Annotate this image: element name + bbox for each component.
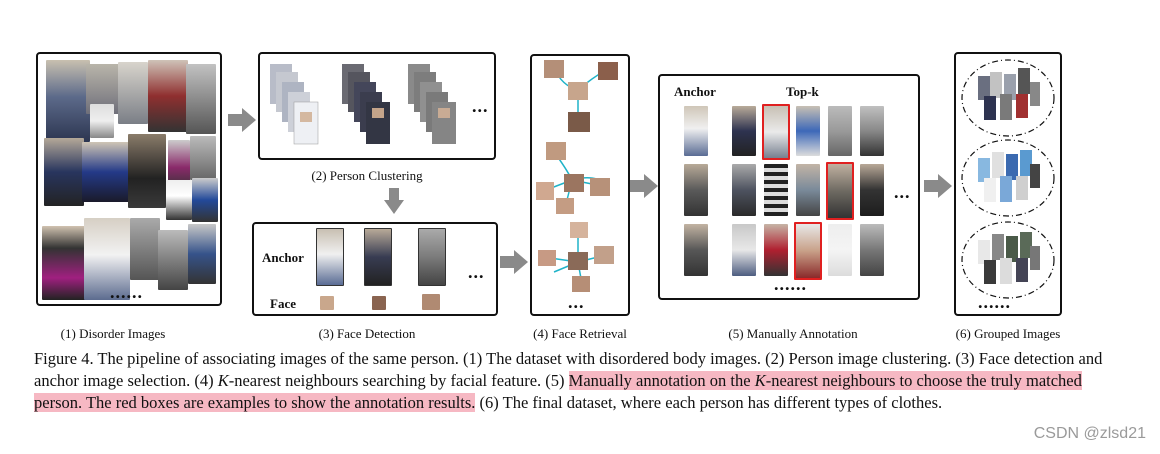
grouped-images-panel: ...... bbox=[954, 52, 1062, 316]
face-similarity-graph bbox=[536, 60, 618, 292]
person-photo bbox=[168, 140, 190, 190]
matched-candidate-photo bbox=[794, 222, 822, 280]
candidate-photo bbox=[796, 106, 820, 156]
anchor-photo bbox=[684, 164, 708, 216]
candidate-photo bbox=[860, 106, 884, 156]
candidate-photo bbox=[764, 164, 788, 216]
caption-highlight-text: Manually annotation on the bbox=[568, 371, 755, 390]
caption-highlight-text: -nearest neighbours to choose the truly … bbox=[34, 371, 1082, 412]
more-dots: ...... bbox=[110, 282, 143, 302]
anchor-photo bbox=[684, 106, 708, 156]
person-photo bbox=[118, 62, 148, 124]
anchor-header: Anchor bbox=[674, 84, 716, 99]
panel-2-label: (2) Person Clustering bbox=[311, 168, 423, 183]
candidate-photo bbox=[764, 224, 788, 276]
watermark: CSDN @zlsd21 bbox=[1033, 425, 1146, 442]
grouped-clusters bbox=[961, 59, 1055, 299]
person-photo bbox=[192, 178, 218, 222]
arrow-right-icon bbox=[924, 174, 952, 198]
person-photo bbox=[190, 136, 216, 180]
caption-text: Figure 4. The pipeline of associating im… bbox=[34, 349, 1103, 390]
panel-3-label: (3) Face Detection bbox=[318, 326, 416, 341]
caption-k-symbol: K bbox=[217, 371, 229, 390]
person-photo bbox=[128, 134, 166, 208]
arrow-right-icon bbox=[630, 174, 658, 198]
disorder-images-panel: ...... bbox=[36, 52, 222, 306]
panel-1-label: (1) Disorder Images bbox=[60, 326, 166, 341]
person-photo bbox=[186, 64, 216, 134]
candidate-photo bbox=[860, 224, 884, 276]
more-dots: ... bbox=[472, 96, 489, 116]
anchor-label: Anchor bbox=[262, 250, 304, 265]
person-photo bbox=[90, 104, 114, 138]
matched-candidate-photo bbox=[826, 162, 854, 220]
candidate-photo bbox=[828, 224, 852, 276]
anchor-photo bbox=[364, 228, 392, 286]
caption-text: (6) The final dataset, where each person… bbox=[475, 393, 943, 412]
candidate-photo bbox=[732, 106, 756, 156]
person-photo bbox=[166, 180, 192, 220]
more-dots: ... bbox=[568, 292, 585, 312]
panel-4-label: (4) Face Retrieval bbox=[533, 326, 627, 341]
more-dots: ... bbox=[468, 262, 485, 282]
person-clustering-panel: ... bbox=[258, 52, 496, 160]
manual-annotation-panel: Anchor Top-k ...... ... bbox=[658, 74, 920, 300]
face-label: Face bbox=[270, 296, 296, 311]
person-photo bbox=[42, 226, 86, 300]
arrow-right-icon bbox=[228, 108, 256, 132]
panel-5-label: (5) Manually Annotation bbox=[728, 326, 858, 341]
anchor-photo bbox=[316, 228, 344, 286]
candidate-photo bbox=[828, 106, 852, 156]
more-dots: ...... bbox=[774, 274, 807, 294]
anchor-photo bbox=[684, 224, 708, 276]
face-crop bbox=[320, 296, 334, 310]
more-dots-right: ... bbox=[894, 182, 911, 202]
candidate-photo bbox=[860, 164, 884, 216]
face-detection-panel: Anchor Face ... bbox=[252, 222, 498, 316]
clustered-image-stacks bbox=[270, 64, 456, 145]
face-retrieval-panel: ... bbox=[530, 54, 630, 316]
anchor-photo bbox=[418, 228, 446, 286]
person-photo bbox=[82, 142, 132, 202]
candidate-photo bbox=[796, 164, 820, 216]
person-photo bbox=[158, 230, 188, 290]
arrow-down-icon bbox=[384, 188, 404, 214]
more-dots: ...... bbox=[978, 292, 1011, 312]
person-photo bbox=[46, 60, 90, 142]
arrow-right-icon bbox=[500, 250, 528, 274]
person-photo bbox=[44, 138, 84, 206]
panel-6-label: (6) Grouped Images bbox=[955, 326, 1061, 341]
person-photo bbox=[84, 218, 130, 300]
person-photo bbox=[148, 60, 188, 132]
caption-text: -nearest neighbours searching by facial … bbox=[228, 371, 569, 390]
face-crop bbox=[422, 294, 440, 310]
candidate-photo bbox=[732, 224, 756, 276]
caption-k-symbol: K bbox=[754, 371, 766, 390]
candidate-photo bbox=[732, 164, 756, 216]
person-photo bbox=[130, 218, 160, 280]
matched-candidate-photo bbox=[762, 104, 790, 160]
topk-header: Top-k bbox=[786, 84, 819, 99]
figure-caption: Figure 4. The pipeline of associating im… bbox=[34, 348, 1134, 414]
person-photo bbox=[188, 224, 216, 284]
face-crop bbox=[372, 296, 386, 310]
